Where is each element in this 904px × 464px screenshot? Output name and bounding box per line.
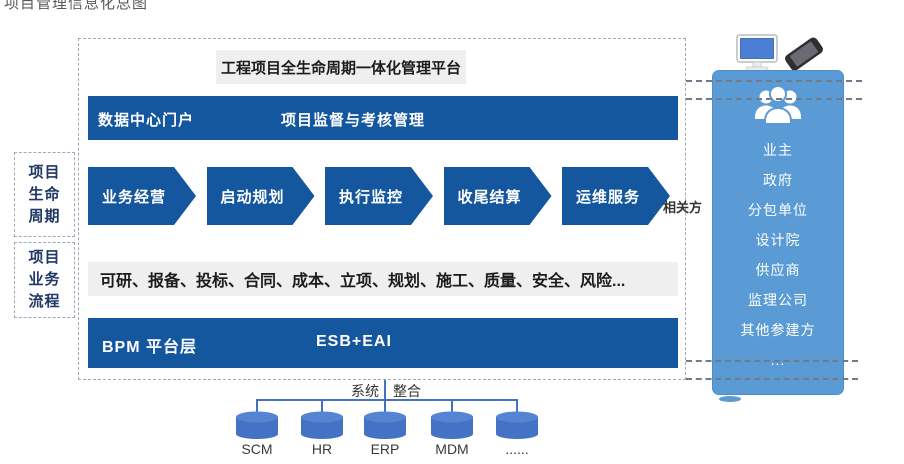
bpm-platform-bar: BPM 平台层 ESB+EAI xyxy=(88,318,678,368)
system-name-hr: HR xyxy=(311,441,333,457)
database-cylinder-icon xyxy=(431,411,473,439)
stakeholder-item: 供应商 xyxy=(755,262,801,278)
desktop-computer-icon xyxy=(736,34,778,72)
stakeholder-list: 业主 政府 分包单位 设计院 供应商 监理公司 其他参建方 ... xyxy=(741,135,816,375)
system-name-erp: ERP xyxy=(370,441,400,457)
connector-line xyxy=(256,399,258,412)
panel-connector-dash xyxy=(686,80,862,82)
lifecycle-label-line: 周期 xyxy=(28,207,61,225)
stakeholder-item: 业主 xyxy=(763,142,793,158)
system-name-scm: SCM xyxy=(241,441,273,457)
process-label-line: 流程 xyxy=(28,293,61,310)
system-label-right: 整合 xyxy=(393,383,421,399)
stakeholder-item: 分包单位 xyxy=(748,202,808,218)
lifecycle-side-label: 项目 生命 周期 xyxy=(14,152,75,237)
platform-title: 工程项目全生命周期一体化管理平台 xyxy=(216,50,466,84)
stage-arrow-execution: 执行监控 xyxy=(325,167,433,225)
page-caption: 项目管理信息化总图 xyxy=(4,0,149,12)
business-process-bar: 可研、报备、投标、合同、成本、立项、规划、施工、质量、安全、风险... xyxy=(88,262,678,296)
stage-arrow-closeout: 收尾结算 xyxy=(444,167,552,225)
lifecycle-label-line: 项目 xyxy=(28,163,61,181)
stakeholders-panel: 业主 政府 分包单位 设计院 供应商 监理公司 其他参建方 ... xyxy=(712,70,844,395)
stakeholder-group-icon xyxy=(755,85,801,125)
panel-shadow-blob xyxy=(719,396,741,402)
stage-arrow-initiation: 启动规划 xyxy=(207,167,315,225)
stakeholder-item: 监理公司 xyxy=(748,292,808,308)
panel-connector-dash xyxy=(686,378,858,380)
database-cylinder-icon xyxy=(301,411,343,439)
esb-eai-label: ESB+EAI xyxy=(316,333,392,350)
integration-trunk-line xyxy=(384,380,386,400)
bpm-label: BPM 平台层 xyxy=(102,339,198,356)
stage-arrow-operations: 运维服务 xyxy=(562,167,670,225)
process-side-label: 项目 业务 流程 xyxy=(14,242,75,318)
stakeholder-item: 设计院 xyxy=(755,232,801,248)
stage-arrow-business: 业务经营 xyxy=(88,167,196,225)
integration-bus-line xyxy=(256,399,518,401)
process-label-line: 项目 xyxy=(28,249,61,266)
data-center-portal-label: 数据中心门户 xyxy=(98,112,195,129)
database-cylinder-icon xyxy=(496,411,538,439)
connector-line xyxy=(321,399,323,412)
lifecycle-label-line: 生命 xyxy=(28,185,61,203)
supervision-assessment-label: 项目监督与考核管理 xyxy=(281,112,426,129)
client-devices xyxy=(736,34,828,78)
portal-bar: 数据中心门户 项目监督与考核管理 xyxy=(88,96,678,140)
system-label-left: 系统 xyxy=(351,383,379,399)
stakeholder-item: 政府 xyxy=(763,172,793,188)
system-integration-label: 系统 整合 xyxy=(344,381,428,401)
lifecycle-arrows: 业务经营 启动规划 执行监控 收尾结算 运维服务 xyxy=(88,167,670,225)
stakeholder-item: 其他参建方 xyxy=(740,322,816,338)
database-cylinder-icon xyxy=(364,411,406,439)
panel-connector-dash xyxy=(686,98,862,100)
platform-frame xyxy=(78,38,686,380)
system-name-more: ...... xyxy=(505,441,529,457)
system-name-mdm: MDM xyxy=(435,441,469,457)
panel-connector-dash xyxy=(686,360,858,362)
connector-line xyxy=(384,399,386,412)
connector-line xyxy=(451,399,453,412)
database-cylinder-icon xyxy=(236,411,278,439)
process-label-line: 业务 xyxy=(28,271,61,288)
smartphone-icon xyxy=(785,37,823,71)
connector-line xyxy=(516,399,518,412)
stakeholders-tag: 相关方 xyxy=(663,200,703,215)
